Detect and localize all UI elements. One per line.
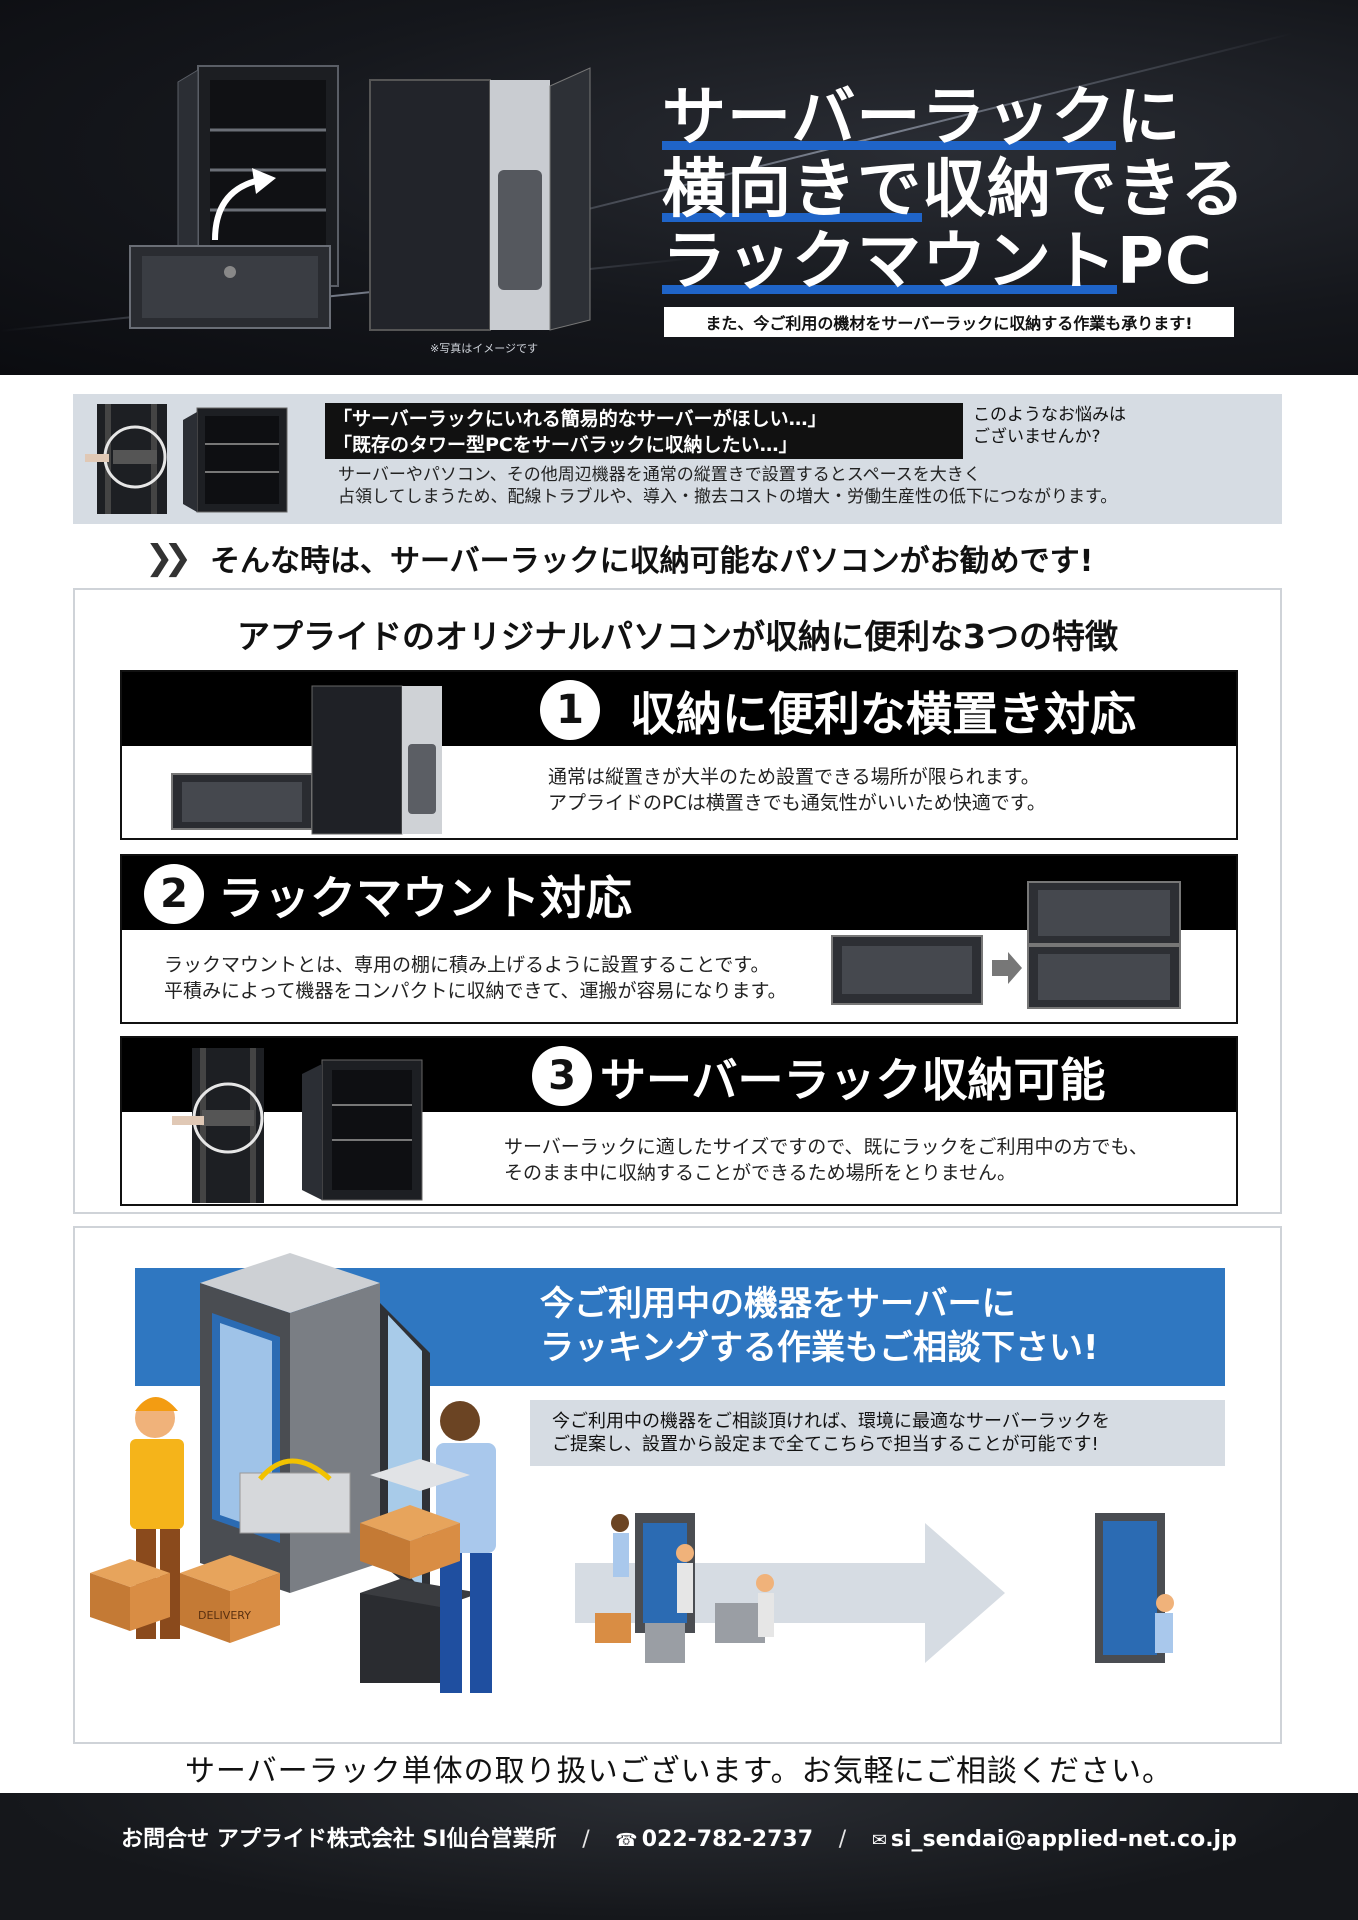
hero-title-line1a: サーバーラック: [662, 81, 1117, 155]
consult-desc-line1: 今ご利用中の機器をご相談頂ければ、環境に最適なサーバーラックを: [552, 1411, 1110, 1432]
hero-subtitle: また、今ご利用の機材をサーバーラックに収納する作業も承ります!: [664, 307, 1234, 337]
features-title: アプライドのオリジナルパソコンが収納に便利な3つの特徴: [237, 617, 1118, 656]
installation-illustration: DELIVERY: [90, 1253, 496, 1693]
consult-description-box: 今ご利用中の機器をご相談頂ければ、環境に最適なサーバーラックを ご提案し、設置か…: [530, 1400, 1225, 1466]
hero-title-line3b: PC: [1117, 225, 1213, 299]
features-section: アプライドのオリジナルパソコンが収納に便利な3つの特徴 1 収納に便利な横置き対…: [73, 588, 1282, 1214]
problem-quote-1: 「サーバーラックにいれる簡易的なサーバーがほしい…」: [333, 408, 827, 430]
separator: /: [582, 1827, 590, 1852]
recommend-text: そんな時は、サーバーラックに収納可能なパソコンがお勧めです!: [209, 544, 1094, 579]
recommend-heading: ❯❯ そんな時は、サーバーラックに収納可能なパソコンがお勧めです!: [145, 536, 1093, 580]
feature-1-number: 1: [540, 680, 600, 740]
consult-desc-line2: ご提案し、設置から設定まで全てこちらで担当することが可能です!: [552, 1434, 1099, 1455]
feature-3-description: サーバーラックに適したサイズですので、既にラックをご利用中の方でも、 そのまま中…: [504, 1134, 1148, 1186]
hero-banner: ※写真はイメージです サーバーラックに 横向きで収納できる ラックマウントPC …: [0, 0, 1358, 375]
feature-3-number: 3: [532, 1046, 592, 1106]
problem-quotes: 「サーバーラックにいれる簡易的なサーバーがほしい…」 「既存のタワー型PCをサー…: [325, 403, 963, 459]
hero-title-line2a: 横向きで: [662, 153, 922, 227]
feature-1-desc-line1: 通常は縦置きが大半のため設置できる場所が限られます。: [548, 766, 1040, 788]
consult-heading-line1: 今ご利用中の機器をサーバーに: [540, 1284, 1016, 1324]
feature-1-photo: [171, 685, 442, 835]
feature-2-photo: [831, 881, 1181, 1009]
problem-body-line2: 占領してしまうため、配線トラブルや、導入・撤去コストの増大・労働生産性の低下につ…: [338, 487, 1118, 507]
feature-1: 1 収納に便利な横置き対応 通常は縦置きが大半のため設置できる場所が限られます。…: [120, 670, 1238, 840]
rack-photo: [85, 404, 288, 514]
feature-2-title: ラックマウント対応: [218, 871, 632, 925]
feature-1-title: 収納に便利な横置き対応: [630, 687, 1136, 741]
contact-footer: お問合せ アプライド株式会社 SI仙台営業所 / ☎022-782-2737 /…: [0, 1793, 1358, 1920]
rack-installation-flow: [575, 1513, 1174, 1663]
consult-heading: 今ご利用中の機器をサーバーに ラッキングする作業もご相談下さい!: [540, 1282, 1099, 1370]
feature-1-description: 通常は縦置きが大半のため設置できる場所が限られます。 アプライドのPCは横置きで…: [548, 764, 1046, 816]
feature-3-photo: [172, 1048, 423, 1203]
feature-1-desc-line2: アプライドのPCは横置きでも通気性がいいため快適です。: [548, 792, 1046, 814]
consult-heading-line2: ラッキングする作業もご相談下さい!: [540, 1328, 1099, 1368]
hero-title-line1b: に: [1116, 81, 1182, 155]
consult-description: 今ご利用中の機器をご相談頂ければ、環境に最適なサーバーラックを ご提案し、設置か…: [552, 1410, 1110, 1456]
feature-2-desc-line2: 平積みによって機器をコンパクトに収納できて、運搬が容易になります。: [164, 980, 787, 1002]
hero-title-line3a: ラックマウント: [662, 225, 1117, 299]
contact-label: お問合せ アプライド株式会社 SI仙台営業所: [121, 1827, 557, 1852]
feature-2-description: ラックマウントとは、専用の棚に積み上げるように設置することです。 平積みによって…: [164, 952, 787, 1004]
problem-quote-2: 「既存のタワー型PCをサーバラックに収納したい…」: [333, 434, 798, 456]
phone-icon: ☎: [615, 1830, 638, 1851]
feature-2-number: 2: [144, 864, 204, 924]
problem-body-line1: サーバーやパソコン、その他周辺機器を通常の縦置きで設置するとスペースを大きく: [338, 465, 981, 485]
box-label: DELIVERY: [198, 1609, 251, 1622]
feature-3-desc-line1: サーバーラックに適したサイズですので、既にラックをご利用中の方でも、: [504, 1136, 1148, 1158]
photo-note: ※写真はイメージです: [430, 342, 538, 355]
feature-1-bar: [122, 672, 1236, 746]
problem-question-line1: このようなお悩みは: [973, 405, 1126, 425]
contact-line: お問合せ アプライド株式会社 SI仙台営業所 / ☎022-782-2737 /…: [0, 1821, 1358, 1853]
separator: /: [838, 1827, 847, 1852]
problem-section: 「サーバーラックにいれる簡易的なサーバーがほしい…」 「既存のタワー型PCをサー…: [73, 394, 1282, 524]
hero-product-photo: [129, 65, 591, 331]
hero-title-line2b: 収納できる: [922, 153, 1246, 227]
problem-question-line2: ございませんか?: [973, 427, 1101, 447]
consult-section: 今ご利用中の機器をサーバーに ラッキングする作業もご相談下さい! 今ご利用中の機…: [73, 1226, 1282, 1744]
feature-3-desc-line2: そのまま中に収納することができるため場所をとりません。: [504, 1162, 1017, 1184]
feature-2: 2 ラックマウント対応 ラックマウントとは、専用の棚に積み上げるように設置するこ…: [120, 854, 1238, 1024]
contact-phone[interactable]: 022-782-2737: [641, 1827, 814, 1852]
feature-2-desc-line1: ラックマウントとは、専用の棚に積み上げるように設置することです。: [164, 954, 770, 976]
bottom-note: サーバーラック単体の取り扱いございます。お気軽にご相談ください。: [184, 1754, 1174, 1789]
hero-title: サーバーラックに 横向きで収納できる ラックマウントPC: [662, 82, 1246, 298]
feature-3: 3 サーバーラック収納可能 サーバーラックに適したサイズですので、既にラックをご…: [120, 1036, 1238, 1206]
problem-question: このようなお悩みは ございませんか?: [973, 404, 1126, 448]
double-chevron-icon: ❯❯: [145, 538, 192, 578]
mail-icon: ✉: [871, 1830, 887, 1851]
contact-email[interactable]: si_sendai@applied-net.co.jp: [890, 1827, 1237, 1852]
feature-3-title: サーバーラック収納可能: [600, 1053, 1106, 1107]
problem-body: サーバーやパソコン、その他周辺機器を通常の縦置きで設置するとスペースを大きく 占…: [338, 464, 1117, 508]
